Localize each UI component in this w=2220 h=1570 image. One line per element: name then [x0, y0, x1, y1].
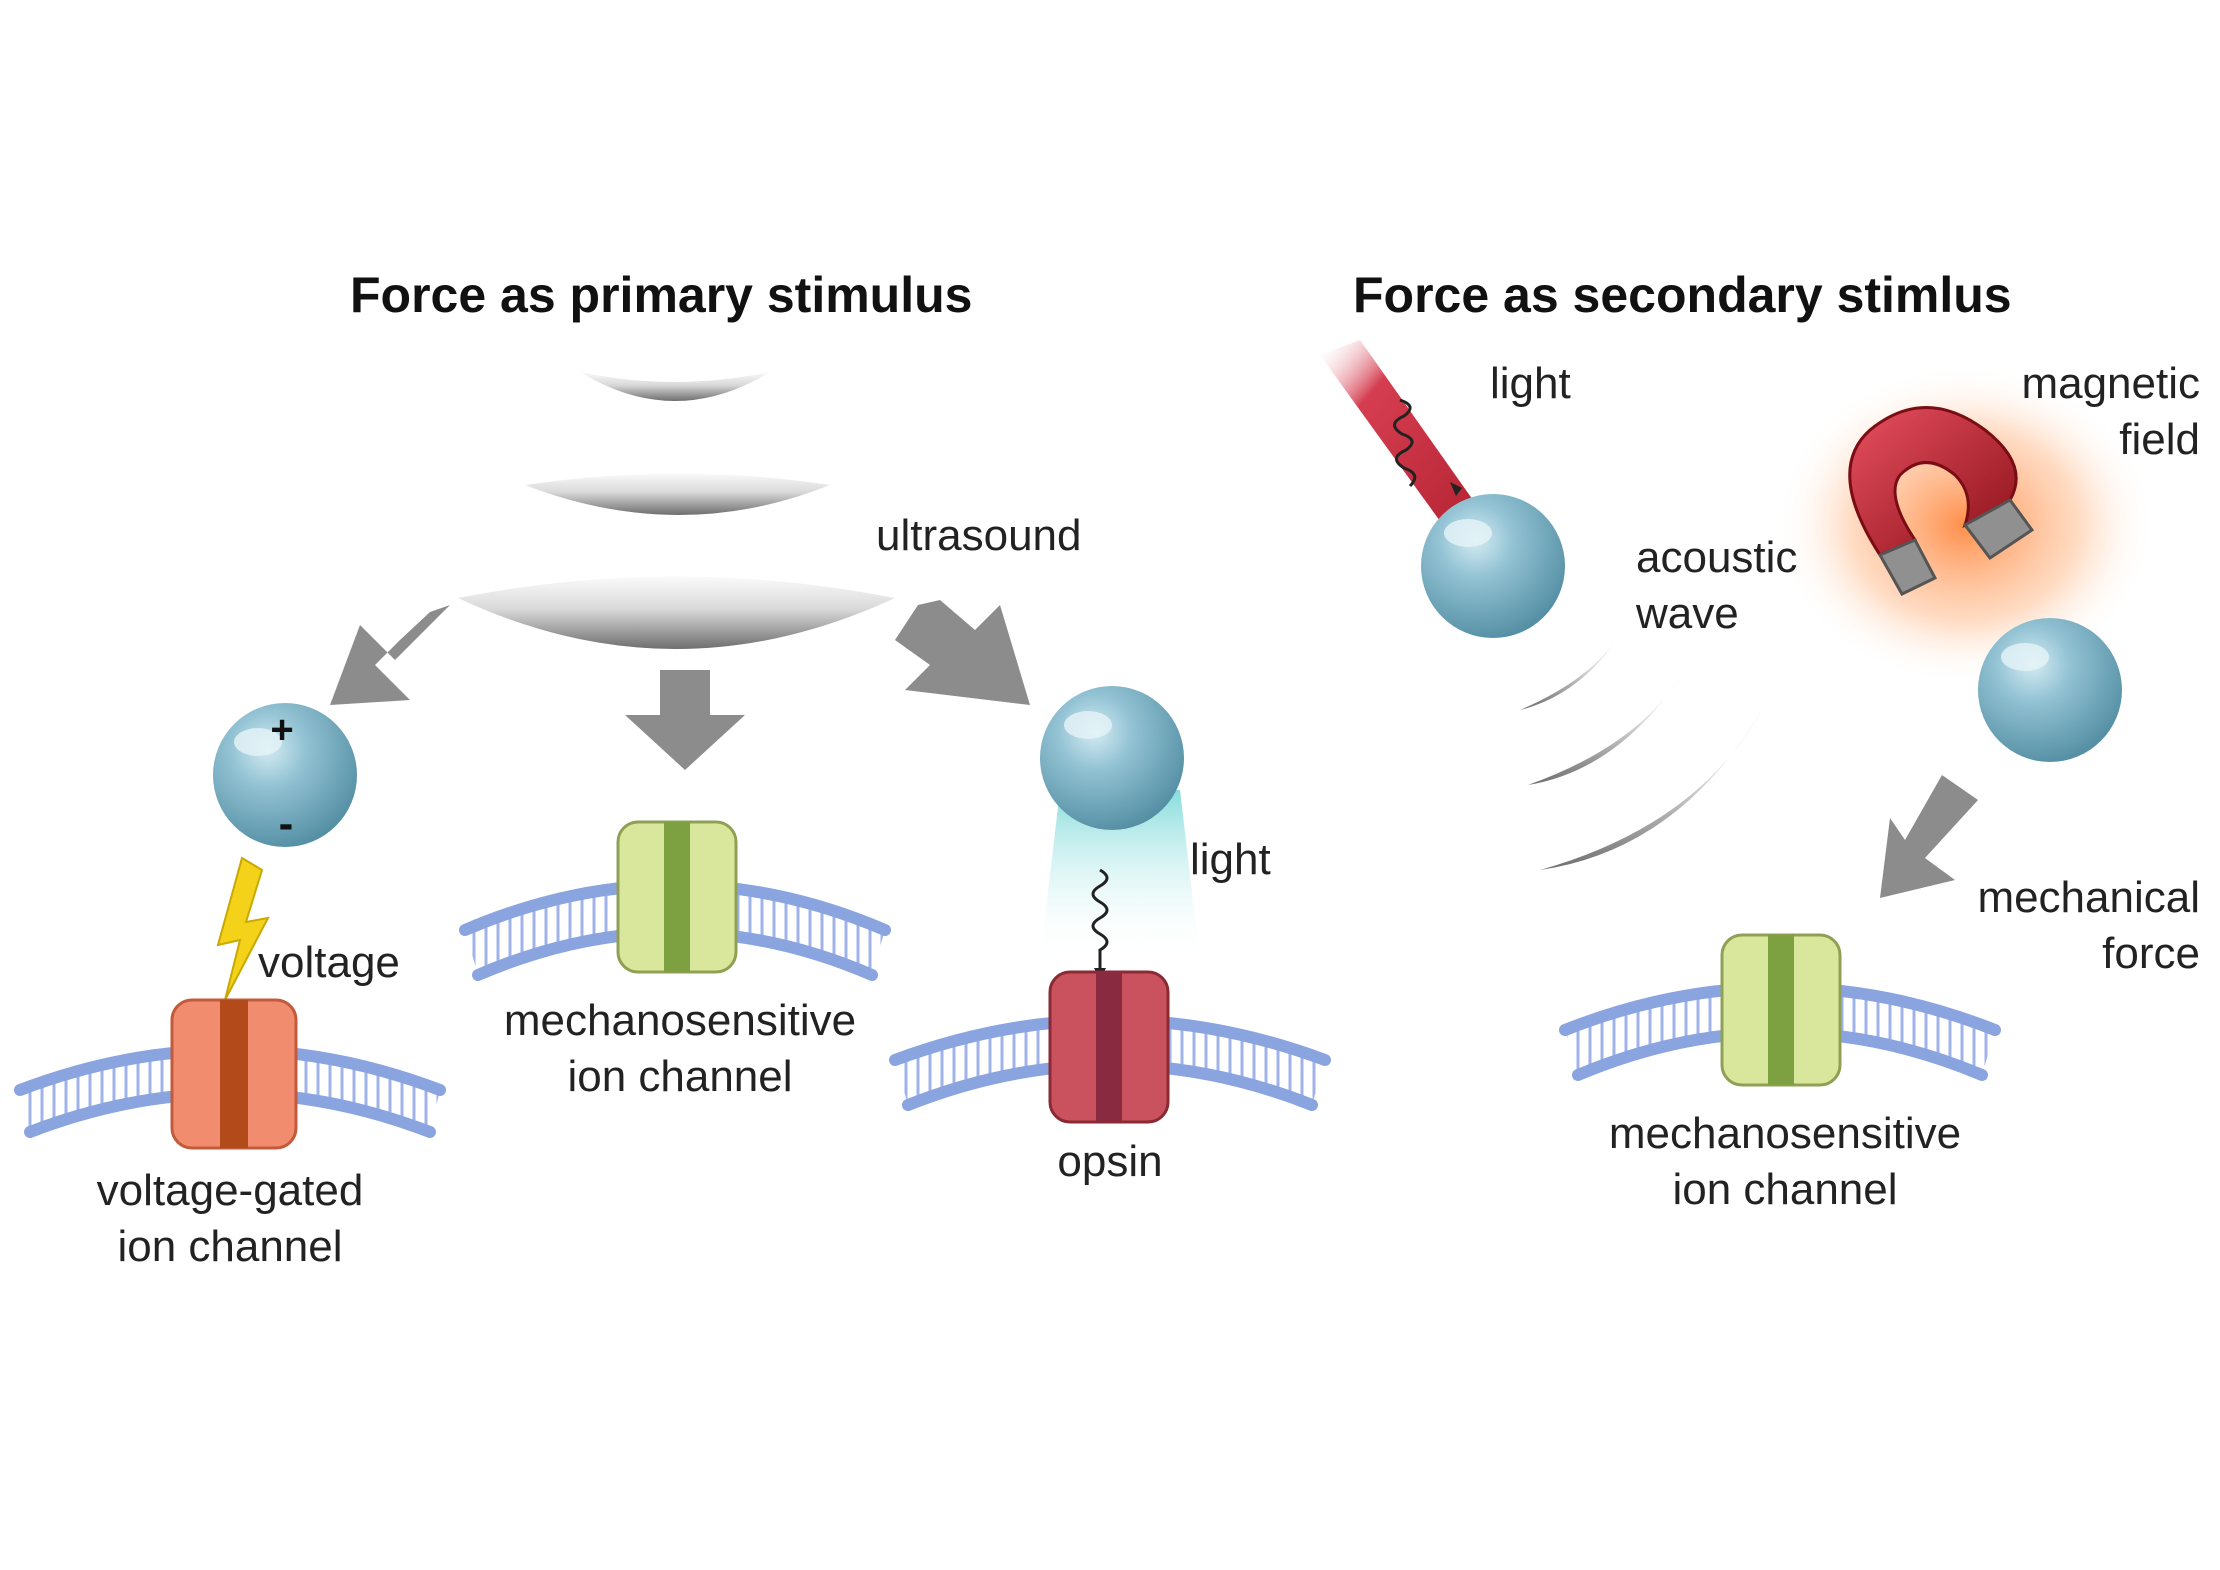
- magnet-icon: [1775, 365, 2155, 685]
- particle-magnetic: [1978, 618, 2122, 762]
- mechanosensitive-channel: [616, 820, 738, 974]
- label-mechanosensitive-line2: ion channel: [567, 1052, 793, 1101]
- label-opsin: opsin: [1057, 1137, 1163, 1186]
- lightning-icon: [216, 856, 270, 1001]
- arrow-mechanical-force: [1880, 775, 1978, 898]
- light-particle: [1040, 686, 1200, 980]
- label-mechanosensitive-secondary-line1: mechanosensitive: [1608, 1109, 1962, 1158]
- opsin-channel: [1048, 970, 1170, 1124]
- label-magnetic-line1: magnetic: [2021, 359, 2200, 408]
- label-light-primary: light: [1190, 835, 1271, 884]
- label-magnetic-field: magnetic field: [1900, 356, 2200, 468]
- label-acoustic-line1: acoustic: [1636, 533, 1798, 582]
- label-voltage-gated-line2: ion channel: [117, 1222, 343, 1271]
- arrow-to-opsin: [895, 600, 1030, 705]
- title-primary: Force as primary stimulus: [350, 267, 973, 323]
- acoustic-waves: [1520, 635, 1765, 870]
- arrow-to-voltage: [330, 605, 450, 705]
- label-voltage: voltage: [258, 938, 400, 987]
- voltage-gated-channel: [170, 998, 298, 1150]
- label-mechanical-line2: force: [2102, 929, 2200, 978]
- charged-particle: + -: [213, 703, 357, 848]
- label-acoustic-line2: wave: [1636, 589, 1739, 638]
- label-light-secondary: light: [1490, 359, 1571, 408]
- label-ultrasound: ultrasound: [876, 511, 1082, 560]
- label-mechanosensitive-primary: mechanosensitive ion channel: [480, 993, 880, 1105]
- label-mechanosensitive-secondary-line2: ion channel: [1672, 1165, 1898, 1214]
- particle-light: [1421, 494, 1565, 638]
- label-mechanosensitive-secondary: mechanosensitive ion channel: [1585, 1106, 1985, 1218]
- minus-sign: -: [279, 799, 294, 848]
- primary-panel: + -: [14, 372, 1331, 1150]
- label-mechanosensitive-line1: mechanosensitive: [503, 996, 857, 1045]
- label-magnetic-line2: field: [2119, 415, 2200, 464]
- label-voltage-gated: voltage-gated ion channel: [60, 1163, 400, 1275]
- mechanosensitive-channel-secondary: [1720, 933, 1842, 1087]
- light-beam: [1320, 340, 1480, 528]
- plus-sign: +: [270, 708, 293, 752]
- label-mechanical-force: mechanical force: [1900, 870, 2200, 982]
- title-secondary: Force as secondary stimlus: [1353, 267, 2012, 323]
- arrow-to-mechanosensitive: [625, 670, 745, 770]
- label-acoustic-wave: acoustic wave: [1636, 530, 1797, 642]
- ultrasound-waves: [458, 372, 895, 649]
- label-mechanical-line1: mechanical: [1977, 873, 2200, 922]
- secondary-panel: [1320, 340, 2155, 1087]
- label-voltage-gated-line1: voltage-gated: [96, 1166, 364, 1215]
